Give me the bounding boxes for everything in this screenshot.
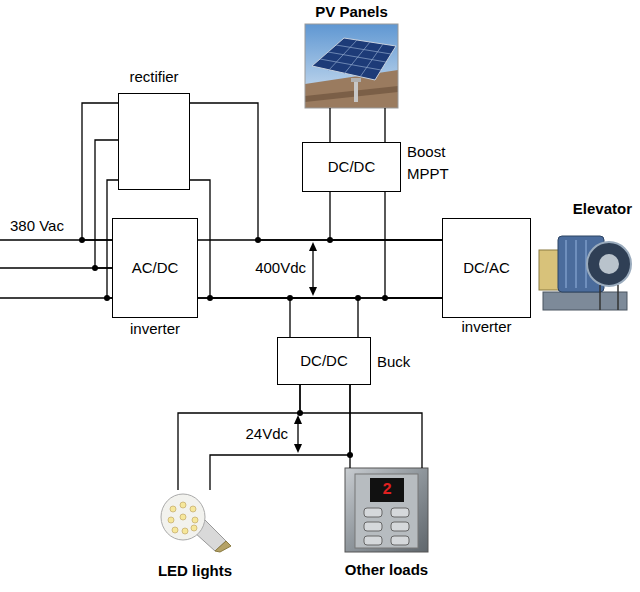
- caption-label: LED lights: [118, 562, 272, 580]
- floor-number: 2: [370, 481, 404, 499]
- rope: [599, 285, 601, 310]
- power-wire: [178, 385, 350, 490]
- other-loads-picture: Other loads: [345, 468, 428, 552]
- led-bulb: [161, 494, 231, 552]
- box-label: AC/DC: [113, 259, 197, 277]
- led: [191, 525, 197, 531]
- bulb-base: [215, 541, 231, 552]
- solar-panel: [312, 38, 396, 80]
- arrow-shaft: [312, 249, 313, 289]
- led: [172, 527, 178, 533]
- arrow-head: [309, 242, 317, 251]
- ac-line: [0, 297, 118, 298]
- buttons: [364, 508, 409, 545]
- button: [391, 536, 409, 545]
- buck-converter-box: DC/DCBuck: [277, 337, 371, 385]
- voltage-label: 24Vdc: [222, 425, 288, 443]
- caption-label: rectifier: [79, 68, 229, 86]
- roof: [305, 70, 398, 108]
- caption-label: inverter: [403, 318, 570, 336]
- arrow-head: [294, 415, 302, 424]
- sheave-hub: [599, 254, 619, 274]
- led: [168, 517, 174, 523]
- grid-line: [320, 59, 381, 70]
- grid-line: [344, 42, 370, 74]
- power-wire: [330, 108, 385, 142]
- vent-pipe: [354, 80, 358, 102]
- button: [364, 508, 382, 517]
- led: [192, 517, 198, 523]
- arrow-shaft: [297, 422, 298, 446]
- inverter-box: AC/DCinverter: [112, 218, 198, 318]
- motor-rib: [575, 240, 577, 288]
- voltage-arrow: [309, 242, 317, 296]
- panel-frame: [345, 468, 428, 552]
- grid-line: [328, 52, 386, 62]
- box-label: DC/DC: [303, 158, 400, 176]
- pv-photo: [305, 24, 398, 108]
- led: [190, 506, 196, 512]
- power-wire: [198, 240, 442, 298]
- led: [180, 514, 186, 520]
- power-wire: [300, 385, 422, 468]
- elevator-picture: Elevator: [535, 222, 632, 318]
- led-lights-picture: LED lights: [158, 490, 232, 552]
- grid-line: [360, 44, 383, 77]
- panel-grid: [320, 40, 391, 77]
- voltage-label: 400Vdc: [240, 259, 306, 277]
- rectifier-box: rectifier: [118, 93, 190, 190]
- traction-sheave: [587, 242, 631, 286]
- vent-cap: [351, 78, 361, 82]
- rope: [617, 285, 619, 310]
- led-array: [168, 502, 198, 534]
- panel-plate: [355, 474, 418, 548]
- button: [364, 522, 382, 531]
- led: [170, 506, 176, 512]
- machine-base: [543, 292, 627, 310]
- button: [391, 522, 409, 531]
- floor-display: [370, 478, 404, 502]
- button: [391, 508, 409, 517]
- arrow-head: [309, 287, 317, 296]
- voltage-label: 380 Vac: [10, 217, 64, 235]
- grid-line: [328, 40, 357, 71]
- led: [180, 502, 186, 508]
- sky: [305, 24, 398, 108]
- caption-label: Boost MPPT: [407, 141, 457, 185]
- voltage-arrow: [294, 415, 302, 453]
- ac-input-lines: [0, 240, 118, 298]
- bulb-head: [161, 494, 205, 540]
- inverter-box: DC/ACinverter: [442, 218, 531, 318]
- arrow-head: [294, 444, 302, 453]
- control-panel: [345, 468, 428, 552]
- led: [182, 528, 188, 534]
- caption-label: Buck: [377, 353, 423, 371]
- box-label: DC/DC: [278, 352, 370, 370]
- motor-rib: [565, 240, 567, 288]
- box-label: DC/AC: [443, 259, 530, 277]
- power-wire: [198, 298, 358, 337]
- boost-converter-box: DC/DCBoost MPPT: [302, 142, 401, 192]
- caption-label: Elevator: [573, 200, 632, 218]
- photo-frame: [305, 24, 398, 108]
- caption-label: PV Panels: [265, 3, 438, 21]
- power-wire: [190, 103, 442, 298]
- button: [364, 536, 382, 545]
- elevator-machine: [539, 236, 631, 310]
- power-wire: [330, 192, 442, 298]
- pv-panels-photo: PV Panels: [305, 24, 398, 108]
- caption-label: inverter: [73, 320, 237, 338]
- roof-ridge: [305, 86, 398, 102]
- caption-label: Other loads: [305, 561, 468, 579]
